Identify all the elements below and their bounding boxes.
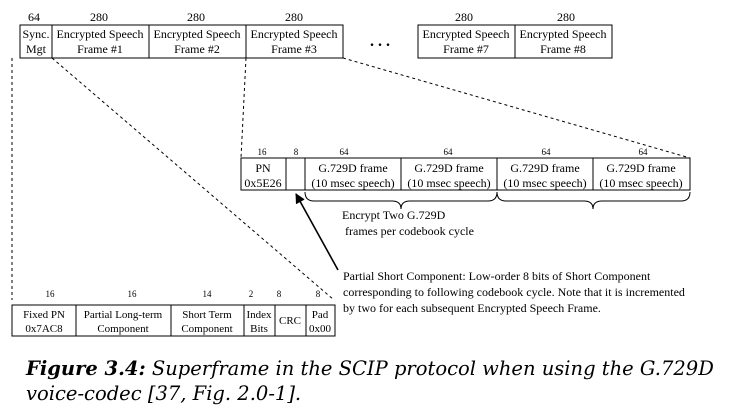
figure-caption: Figure 3.4: Superframe in the SCIP proto… [26,356,716,406]
right-brace [496,191,691,210]
cell-label: Component [181,323,232,335]
caption-label: Figure 3.4: [26,357,146,380]
cell-label: Component [97,323,148,335]
g729d-label: G.729D frame [414,161,483,175]
g729d-label: G.729D frame [606,161,675,175]
cell-label: Partial Long-term [84,309,163,321]
cell-label: Frame #8 [540,42,586,56]
g729d-duration: (10 msec speech) [503,176,586,190]
g729d-duration: (10 msec speech) [311,176,394,190]
size-label: 16 [258,147,268,157]
g729d-label: G.729D frame [318,161,387,175]
cell-label: Bits [250,323,268,335]
frame-expansion-line-right [342,57,691,159]
size-label: 8 [294,147,299,157]
frame-expansion-line-left [240,57,247,159]
partial-short-cell [285,157,306,191]
speech-frame-8-cell [514,24,613,59]
cell-label: Mgt [26,42,47,56]
size-label: 8 [316,289,321,299]
superframe-row: 64 280 280 280 280 280 Sync. Mgt Encrypt… [19,10,613,59]
encrypt-note-line1: Encrypt Two G.729D [342,208,446,222]
expansion-lines [11,57,691,301]
size-label: 64 [28,10,40,24]
cell-label: Encrypted Speech [520,27,607,41]
size-label: 280 [557,10,575,24]
size-label: 64 [444,147,454,157]
superframe-diagram: 64 280 280 280 280 280 Sync. Mgt Encrypt… [11,10,691,337]
sync-frame-row: 16 16 14 2 8 8 Fixed PN 0x7AC8 Partial L… [11,289,336,337]
size-label: 16 [128,289,138,299]
cell-label: Encrypted Speech [154,27,241,41]
pn-label: PN [255,161,271,175]
size-label: 280 [90,10,108,24]
g729d-duration: (10 msec speech) [407,176,490,190]
size-label: 14 [203,289,213,299]
pn-value: 0x5E26 [244,176,281,190]
cell-label: Sync. [23,27,50,41]
left-brace [304,191,498,210]
cell-label: Short Term [182,309,232,321]
size-label: 280 [285,10,303,24]
g729d-label: G.729D frame [510,161,579,175]
annotation: Partial Short Component: Low-order 8 bit… [343,269,685,315]
size-label: 2 [249,289,254,299]
g729d-frame-cell [592,157,691,191]
cell-label: Encrypted Speech [57,27,144,41]
cell-label: Frame #7 [443,42,489,56]
annotation-line1: Partial Short Component: Low-order 8 bit… [343,269,651,283]
cell-label: Pad [312,309,329,321]
size-label: 280 [455,10,473,24]
encrypt-note-line2: frames per codebook cycle [345,224,474,238]
cell-label: Index [246,309,272,321]
annotation-line2: corresponding to following codebook cycl… [343,285,685,299]
size-label: 280 [187,10,205,24]
cell-label: Encrypted Speech [423,27,510,41]
cell-label: Frame #1 [77,42,123,56]
annotation-arrow [295,193,339,271]
cell-label: Frame #3 [271,42,317,56]
size-label: 16 [46,289,56,299]
size-label: 64 [639,147,649,157]
ellipsis: . . . [370,33,390,50]
cell-label: Fixed PN [23,309,65,321]
pad-cell [305,304,336,337]
sync-expansion-line-right [51,57,335,301]
size-label: 64 [340,147,350,157]
caption-text: Superframe in the SCIP protocol when usi… [26,357,714,405]
speech-frame-row: 16 8 64 64 64 64 PN 0x5E26 G.729D frame … [240,147,691,238]
annotation-line3: by two for each subsequent Encrypted Spe… [343,301,601,315]
speech-frame-3-cell [245,24,344,59]
cell-label: 0x00 [309,323,332,335]
size-label: 64 [542,147,552,157]
size-label: 8 [277,289,282,299]
cell-label: Encrypted Speech [251,27,338,41]
cell-label: Frame #2 [174,42,220,56]
cell-label: 0x7AC8 [25,323,63,335]
g729d-duration: (10 msec speech) [599,176,682,190]
cell-label: CRC [279,315,301,327]
